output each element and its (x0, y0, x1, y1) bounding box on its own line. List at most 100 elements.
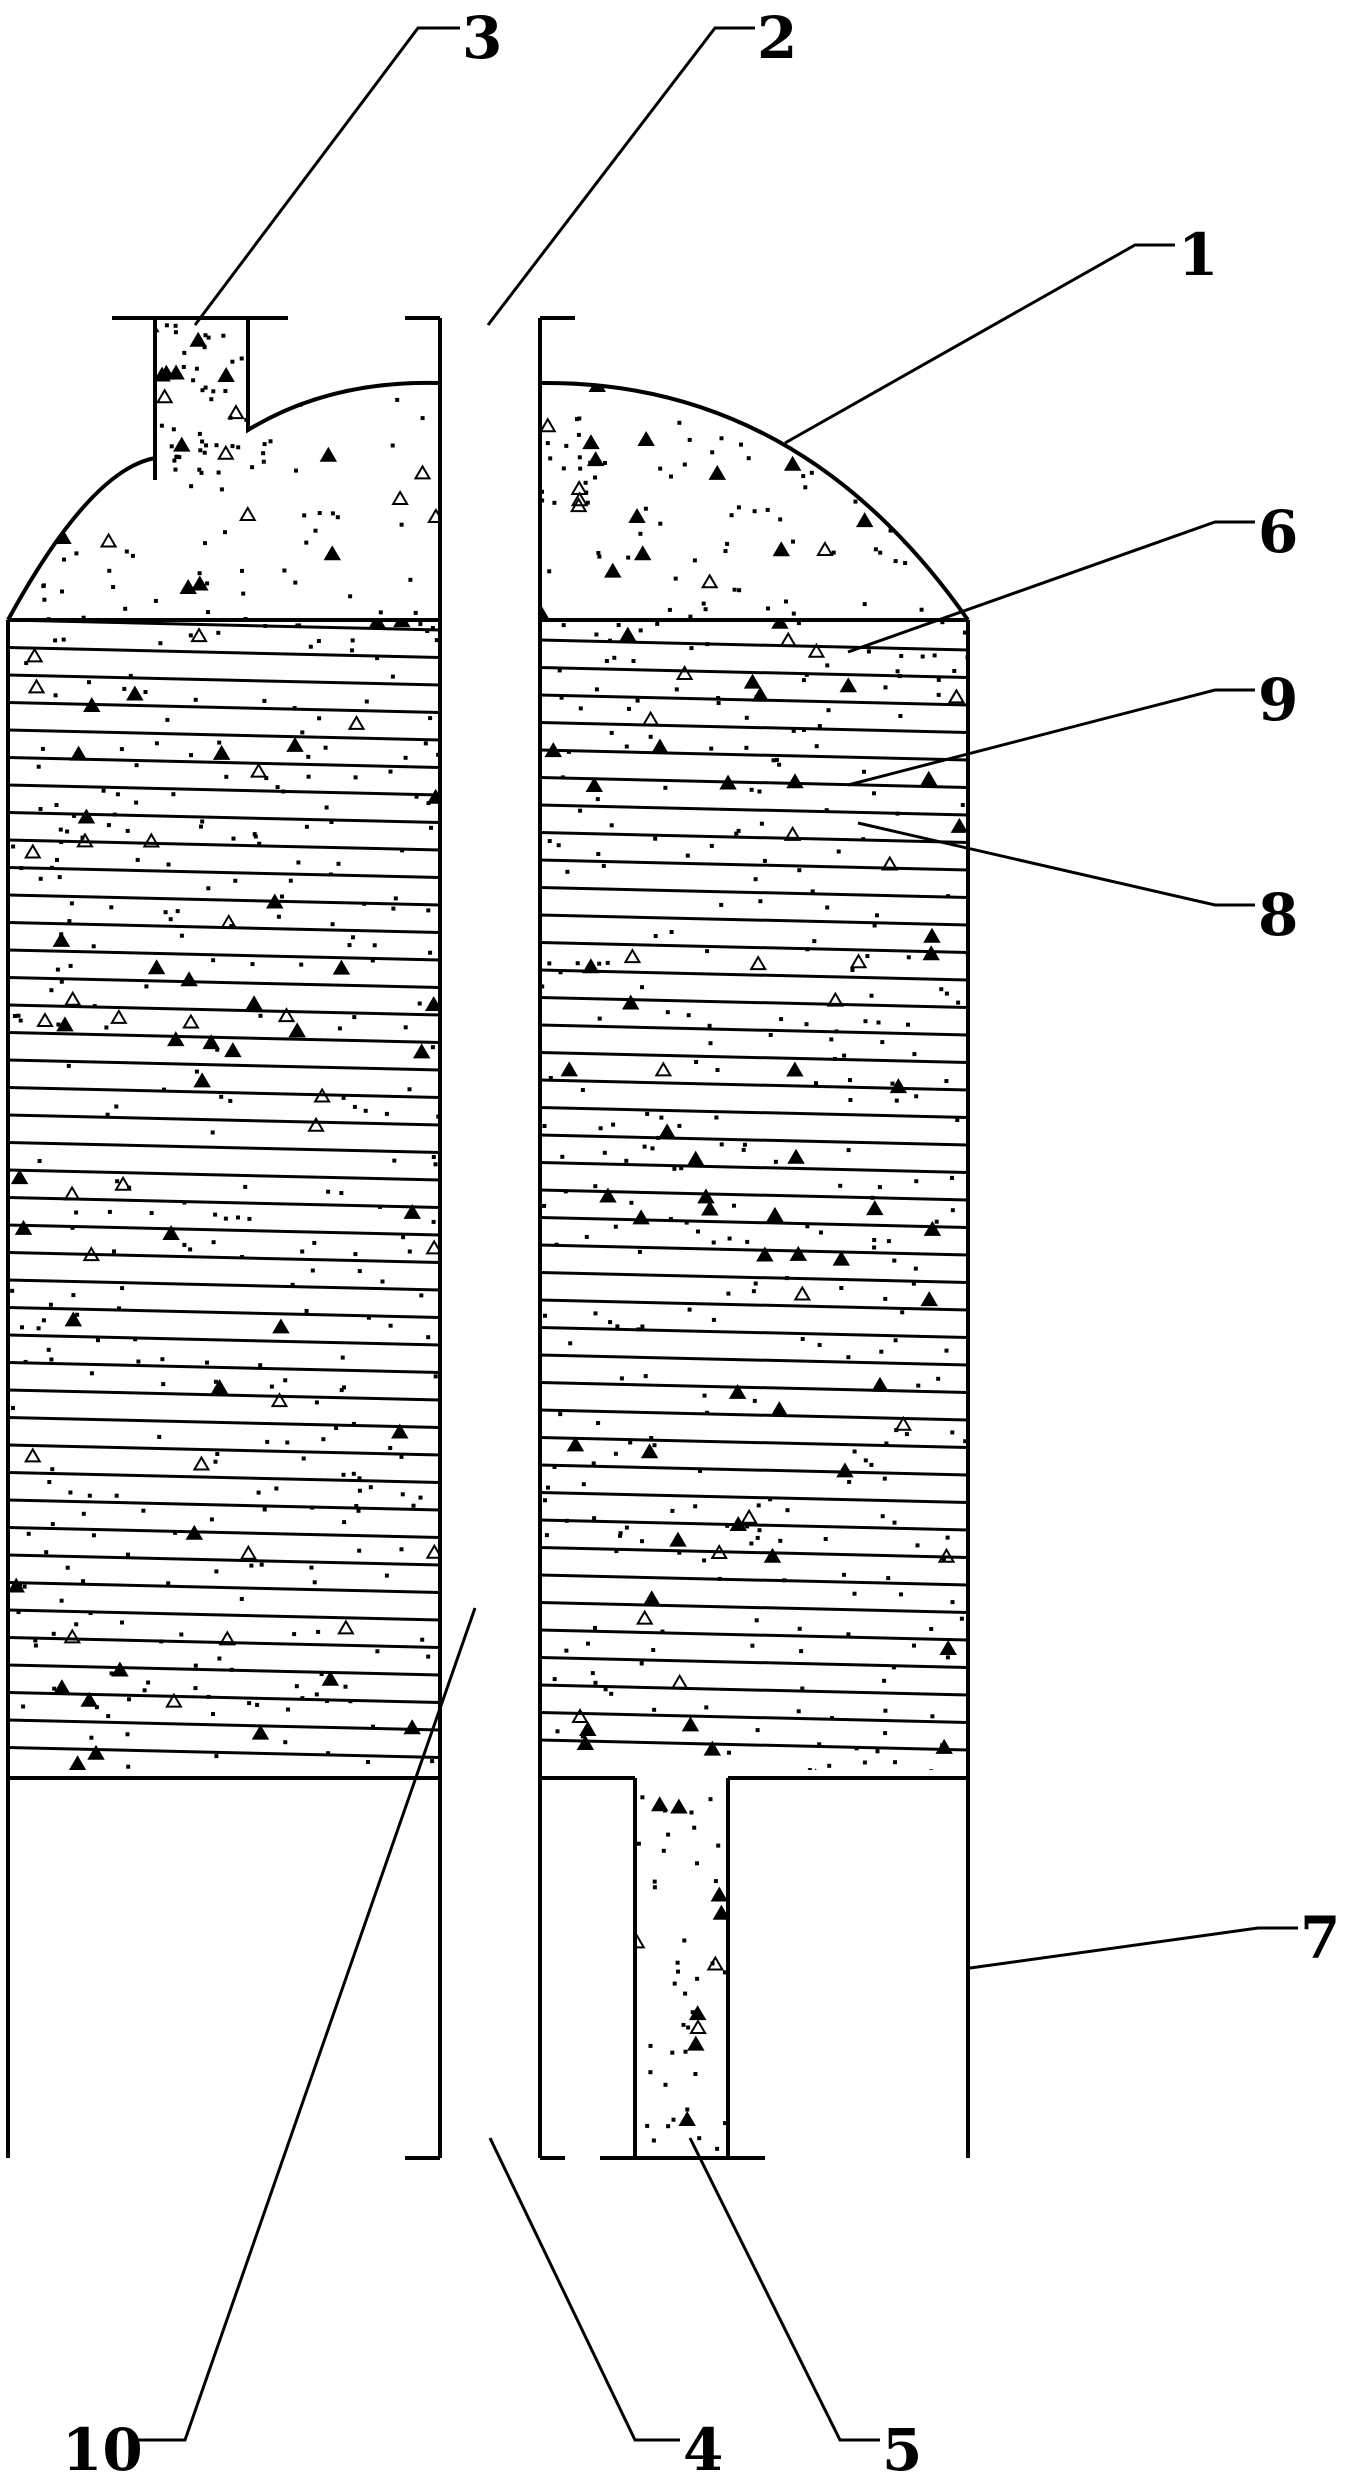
packing-dot (426, 1654, 431, 1659)
packing-dot (900, 618, 905, 620)
packing-dot (674, 687, 679, 692)
packing-dot (597, 1016, 602, 1021)
packing-dot (157, 1434, 162, 1439)
packing-dot (705, 949, 710, 954)
packing-dot (189, 484, 194, 489)
packing-dot (710, 450, 715, 455)
packing-dot (697, 2136, 702, 2141)
packing-dot (171, 792, 176, 797)
packing-dot (803, 397, 808, 402)
packing-particle (950, 817, 968, 833)
packing-dot (709, 746, 714, 751)
packing-dot (283, 1740, 288, 1745)
packing-dot (872, 1238, 877, 1242)
packing-dot (247, 1216, 252, 1221)
packing-dot (746, 456, 751, 461)
packing-dot (890, 1081, 895, 1086)
packing-dot (304, 824, 309, 829)
packing-particle (570, 491, 589, 507)
left-dome-packing (11, 318, 440, 620)
packing-dot (203, 385, 208, 390)
packing-particle (53, 1679, 71, 1695)
packing-dot (81, 1511, 86, 1516)
layer-line (540, 1738, 968, 1752)
packing-particle (202, 1034, 220, 1050)
inlet-pipe-3-packing (153, 323, 244, 475)
packing-dot (388, 1323, 393, 1328)
packing-dot (768, 1033, 773, 1037)
packing-dot (79, 318, 84, 323)
packing-dot (702, 1393, 707, 1398)
packing-dot (583, 480, 588, 485)
packing-dot (616, 623, 621, 627)
packing-dot (211, 958, 216, 963)
packing-dot (188, 633, 193, 638)
packing-dot (839, 1286, 844, 1290)
packing-particle (839, 677, 858, 693)
packing-dot (314, 1692, 319, 1697)
packing-dot (219, 1094, 224, 1099)
layer-line (540, 1133, 968, 1147)
packing-dot (126, 1764, 131, 1769)
packing-particle (560, 1061, 578, 1077)
packing-particle (920, 770, 938, 786)
packing-dot (217, 740, 222, 745)
packing-dot (143, 690, 148, 694)
packing-dot (146, 1680, 151, 1685)
packing-dot (417, 1001, 422, 1006)
layer-line (8, 1553, 440, 1567)
packing-dot (640, 1539, 644, 1544)
packing-dot (750, 405, 755, 410)
packing-dot (211, 1712, 215, 1716)
label-2: 2 (757, 4, 797, 72)
packing-dot (414, 794, 419, 799)
packing-dot (357, 1548, 362, 1553)
layer-line (8, 1086, 440, 1099)
packing-particle (114, 1175, 132, 1191)
packing-dot (87, 680, 91, 685)
packing-dot (114, 1493, 119, 1498)
packing-particle (772, 541, 791, 557)
packing-dot (555, 1729, 560, 1734)
packing-dot (719, 902, 724, 907)
part-labels: 3 2 1 6 9 8 7 10 4 5 (62, 4, 1340, 2476)
packing-particle (771, 620, 789, 629)
packing-dot (827, 1763, 832, 1768)
packing-particle (35, 358, 54, 374)
packing-dot (26, 1531, 31, 1536)
packing-dot (848, 1078, 852, 1083)
packing-dot (930, 1714, 935, 1719)
packing-dot (677, 420, 682, 425)
packing-particle (576, 1734, 595, 1750)
packing-dot (59, 979, 64, 984)
packing-dot (920, 464, 925, 469)
packing-dot (669, 930, 674, 934)
packing-particle (321, 1670, 340, 1686)
packing-dot (944, 991, 949, 996)
packing-dot (109, 905, 114, 910)
packing-particle (923, 927, 941, 943)
packing-dot (950, 1430, 955, 1435)
packing-dot (719, 436, 724, 441)
packing-dot (741, 1147, 746, 1152)
packing-dot (213, 1212, 218, 1217)
packing-dot (783, 434, 788, 438)
packing-dot (752, 509, 757, 514)
right-layer-packing (540, 620, 968, 1770)
layer-line (540, 1518, 968, 1532)
packing-dot (161, 1382, 166, 1387)
packing-dot (268, 439, 273, 444)
packing-dot (959, 1616, 964, 1621)
packing-particle (922, 945, 940, 961)
packing-dot (894, 1098, 899, 1103)
packing-dot (643, 1374, 648, 1379)
packing-dot (426, 908, 431, 913)
packing-dot (257, 841, 262, 846)
packing-dot (375, 1649, 380, 1654)
layer-line (8, 1251, 440, 1264)
left-dome-outline (6, 318, 442, 1778)
packing-particle (786, 773, 804, 789)
packing-dot (430, 626, 435, 630)
packing-dot (872, 1245, 877, 1250)
packing-dot (299, 962, 304, 967)
